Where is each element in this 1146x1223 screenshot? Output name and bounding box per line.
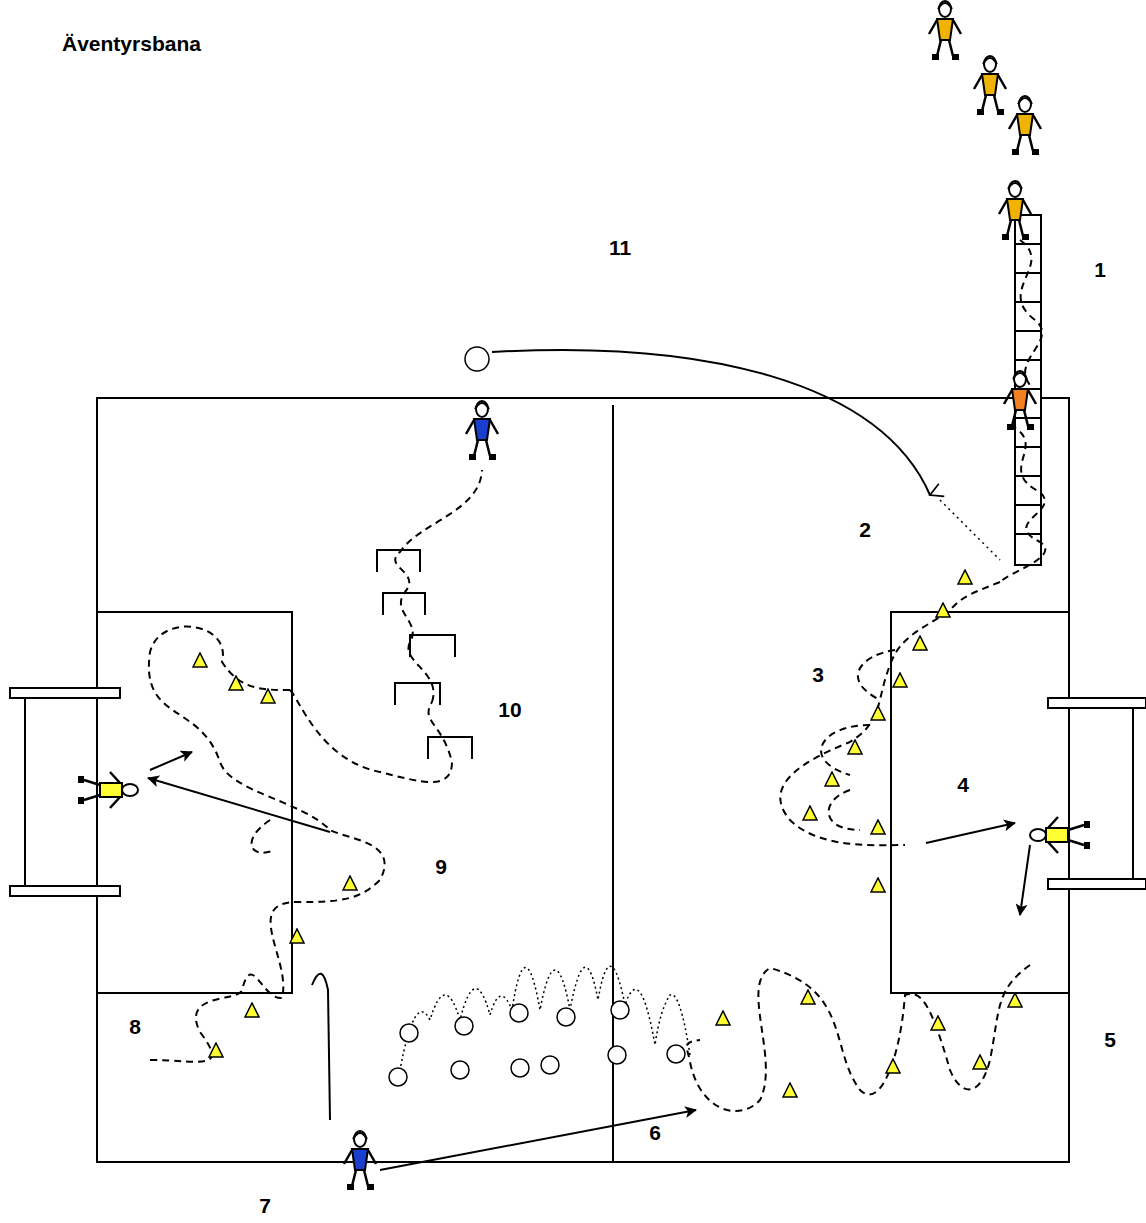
drawing-path xyxy=(821,650,895,830)
drawing-use xyxy=(245,1003,259,1017)
drawing-path xyxy=(1020,240,1042,385)
drawing-rect xyxy=(1048,698,1146,708)
title: Äventyrsbana xyxy=(62,32,201,55)
jump-line xyxy=(312,974,330,1120)
callout-number: 11 xyxy=(607,236,633,259)
drawing-rect xyxy=(891,612,1069,993)
drawing-use xyxy=(209,1043,223,1057)
ball-path xyxy=(940,500,1000,560)
drawing-path xyxy=(148,778,330,832)
hurdles xyxy=(377,550,472,759)
drawing-use xyxy=(931,1016,945,1030)
drawing-use xyxy=(974,56,1006,115)
cones xyxy=(193,570,1022,1097)
drawing-circle xyxy=(541,1056,559,1074)
drawing-use xyxy=(1030,817,1090,853)
drawing-circle xyxy=(667,1045,685,1063)
drawing-use xyxy=(929,1,961,60)
drawing-circle xyxy=(511,1059,529,1077)
drawing-use xyxy=(1004,371,1036,430)
drawing-use xyxy=(344,1131,376,1190)
drawing-path xyxy=(780,582,1000,845)
drawing-use xyxy=(261,689,275,703)
drawing-path xyxy=(150,752,192,770)
drawing-path xyxy=(1000,425,1045,582)
drawing-use xyxy=(801,990,815,1004)
drawing-use xyxy=(1009,96,1041,155)
running-paths xyxy=(149,240,1045,1111)
drawing-use xyxy=(886,1059,900,1073)
drawing-circle xyxy=(611,1001,629,1019)
drawing-path xyxy=(1020,845,1030,915)
callout-number: 6 xyxy=(647,1121,663,1144)
callout-number: 2 xyxy=(857,518,873,541)
drawing-circle xyxy=(455,1017,473,1035)
pitch-lines xyxy=(97,398,1069,1162)
callout-number: 10 xyxy=(496,698,523,721)
drawing-use xyxy=(466,401,498,460)
drawing-circle xyxy=(557,1008,575,1026)
goals xyxy=(10,688,1146,896)
balls xyxy=(389,347,685,1086)
drawing-use xyxy=(958,570,972,584)
drawing-use xyxy=(78,772,138,808)
drawing-path xyxy=(926,823,1015,843)
drawing-use xyxy=(871,878,885,892)
callout-number: 4 xyxy=(955,773,971,796)
drawing-path xyxy=(251,820,275,853)
drawing-use xyxy=(871,820,885,834)
pass-arrows xyxy=(148,350,1030,1170)
drawing-path xyxy=(410,635,455,657)
drawing-rect xyxy=(10,886,120,896)
drawing-use xyxy=(229,676,243,690)
drawing-use xyxy=(871,706,885,720)
drawing-path xyxy=(377,550,420,572)
drawing-circle xyxy=(389,1068,407,1086)
drawing-g xyxy=(1030,817,1090,853)
drawing-path xyxy=(149,627,385,1062)
drawing-rect xyxy=(1048,879,1146,889)
drawing-use xyxy=(290,929,304,943)
drawing-path xyxy=(492,350,930,495)
drawing-path xyxy=(380,1110,696,1170)
drawing-circle xyxy=(608,1046,626,1064)
drawing-circle xyxy=(510,1004,528,1022)
drawing-path xyxy=(290,690,452,782)
drawing-use xyxy=(343,876,357,890)
drawing-rect xyxy=(97,612,292,993)
drawing-use xyxy=(193,653,207,667)
drawing-use xyxy=(783,1083,797,1097)
players xyxy=(78,1,1090,1190)
drawing-path xyxy=(395,470,482,702)
callout-number: 5 xyxy=(1102,1028,1118,1051)
drawing-circle xyxy=(400,1024,418,1042)
drawing-use xyxy=(999,181,1031,240)
drawing-use xyxy=(936,603,950,617)
callout-number: 7 xyxy=(257,1194,273,1217)
drawing-use xyxy=(913,636,927,650)
callout-number: 9 xyxy=(433,855,449,878)
dribble-path xyxy=(400,966,690,1070)
drawing-use xyxy=(716,1011,730,1025)
drawing-rect xyxy=(10,688,120,698)
drawing-circle xyxy=(451,1061,469,1079)
drawing-use xyxy=(1008,993,1022,1007)
drawing-use xyxy=(825,772,839,786)
drawing-use xyxy=(803,806,817,820)
drawing-circle xyxy=(465,347,489,371)
callout-number: 3 xyxy=(810,663,826,686)
drawing-use xyxy=(848,740,862,754)
drawing-rect xyxy=(97,398,1069,1162)
callout-number: 1 xyxy=(1092,258,1108,281)
drawing-use xyxy=(893,673,907,687)
drawing-line xyxy=(1132,708,1134,879)
drawing-path xyxy=(687,965,1030,1111)
drawing-use xyxy=(973,1055,987,1069)
drawing-line xyxy=(24,698,26,886)
callout-number: 8 xyxy=(127,1015,143,1038)
